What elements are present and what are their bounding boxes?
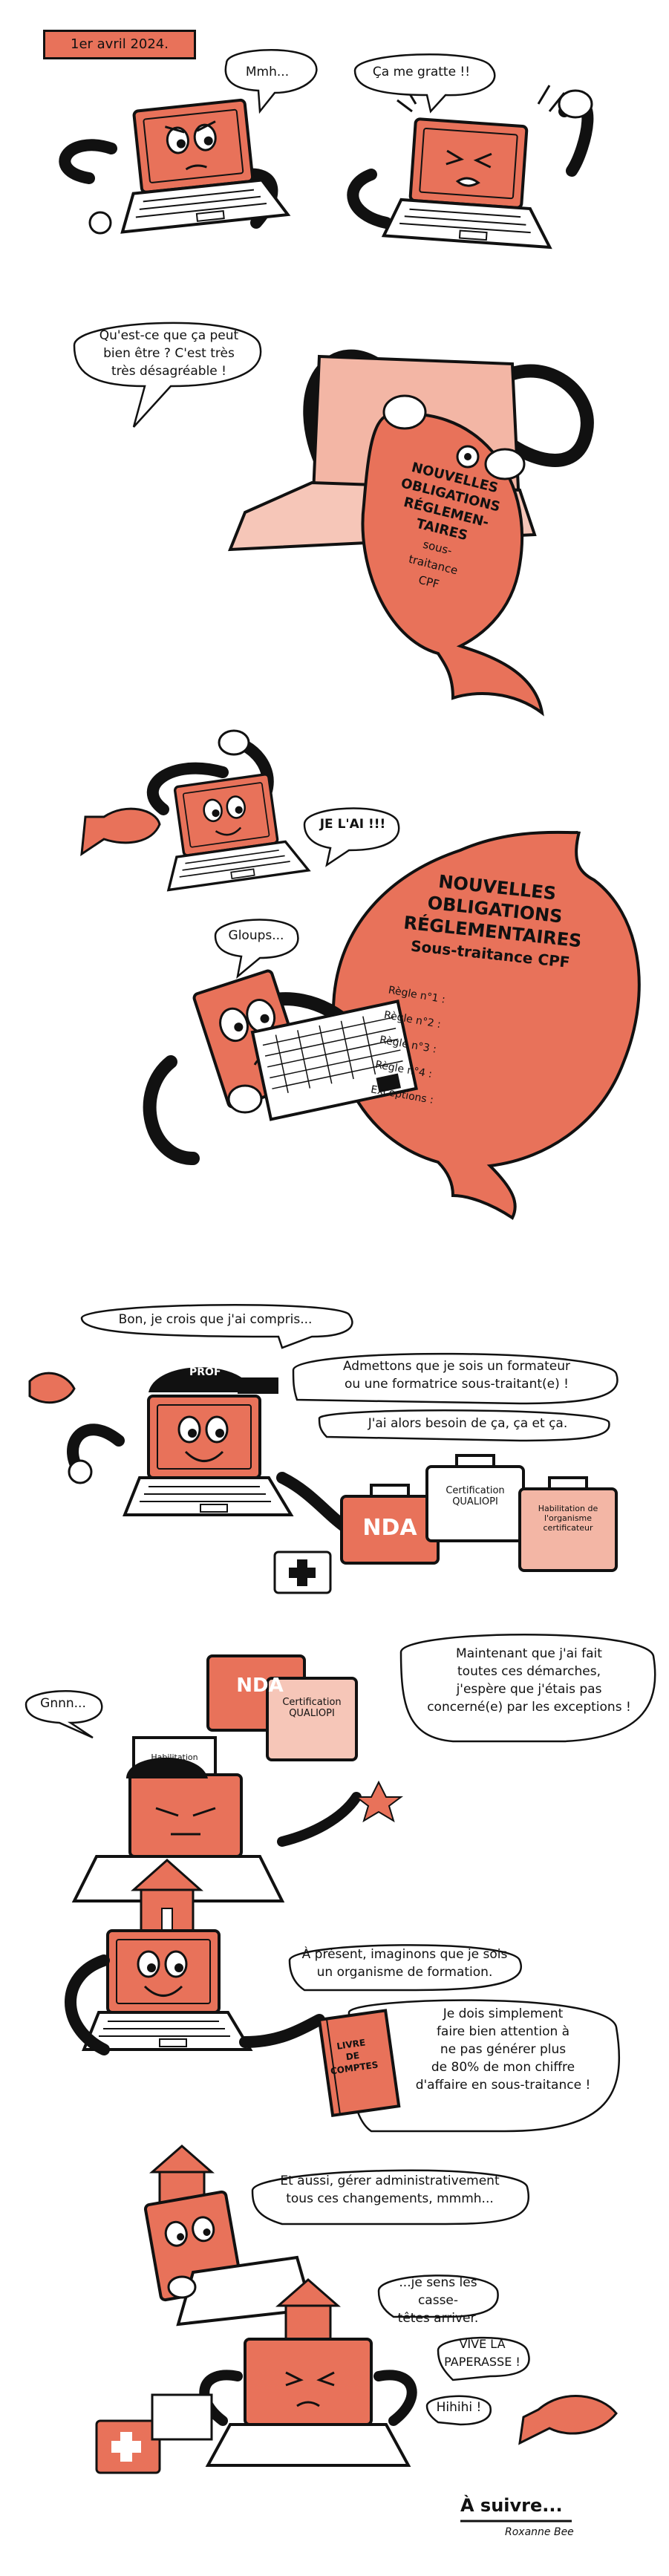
panel-9: [143, 2145, 529, 2326]
to-be-continued: À suivre...: [460, 2495, 563, 2516]
cap-label: PROF: [189, 1366, 221, 1378]
speech-gnnn: Gnnn...: [40, 1696, 86, 1711]
panel-2: [347, 53, 594, 250]
case-qualiopi-label: Certification QUALIOPI: [446, 1485, 505, 1507]
speech-je-lai: JE L'AI !!!: [319, 817, 386, 832]
speech-jai-alors: J'ai alors besoin de ça, ça et ça.: [368, 1416, 568, 1431]
school-building-1: [131, 1858, 203, 1932]
panel-10: [95, 2275, 618, 2523]
panel-8: [65, 1858, 621, 2133]
signature: Roxanne Bee: [505, 2526, 574, 2538]
regulation-fish-1: [361, 412, 544, 717]
panel-7: [25, 1634, 656, 1902]
speech-casse-tetes: ...je sens les casse-têtes arriver.: [397, 2275, 479, 2326]
case-nda-label: NDA: [362, 1515, 417, 1541]
case-qualiopi-label-2: Certification QUALIOPI: [282, 1697, 342, 1719]
medical-kit: [95, 2393, 213, 2474]
panel-6: [28, 1304, 619, 1594]
speech-hihihi: Hihihi !: [436, 2400, 482, 2415]
speech-ca-me-gratte: Ça me gratte !!: [372, 65, 471, 79]
speech-mmh: Mmh...: [245, 65, 290, 79]
account-book: [317, 2009, 401, 2117]
panel-5: [143, 830, 641, 1220]
speech-gloups: Gloups...: [228, 928, 284, 943]
first-aid-kit: [273, 1551, 332, 1594]
case-habilitation: [518, 1476, 618, 1572]
school-building-3: [275, 2278, 341, 2341]
rules-list: Règle n°1 :Règle n°2 :Règle n°3 :Règle n…: [370, 984, 446, 1106]
case-nda-label-2: NDA: [236, 1675, 284, 1697]
panel-1: [59, 49, 318, 235]
panel-3: [73, 322, 594, 717]
case-habilitation-label-2: Habilitation: [151, 1752, 198, 1762]
panel-4: [80, 729, 400, 892]
speech-bon-je-crois: Bon, je crois que j'ai compris...: [118, 1312, 313, 1327]
date-label: 1er avril 2024.: [43, 30, 196, 59]
case-habilitation-label: Habilitation de l'organisme certificateu…: [538, 1504, 598, 1533]
